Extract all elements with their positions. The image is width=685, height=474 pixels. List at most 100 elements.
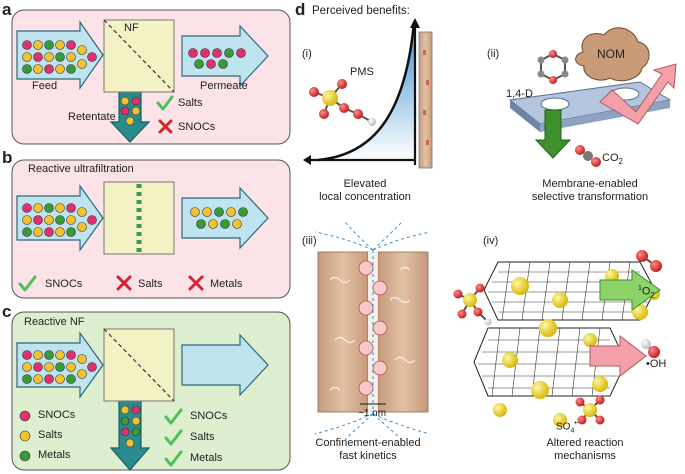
oh-label: •OH [646,358,667,370]
o2-molecule [636,250,662,272]
retentate-arrow-c [109,399,151,471]
panel-d-i [303,18,433,169]
panel-label-a: a [2,0,12,19]
check-label-b: SNOCs [45,278,83,290]
caption-iv-line2: mechanisms [554,450,616,462]
singlet-oxygen-arrow [599,269,661,311]
pms-molecule-iv [453,283,492,326]
reflect-arrow [599,63,677,125]
check-icon [164,408,183,425]
o2-label: 1O2 [638,285,655,300]
concentration-curve [317,21,416,162]
so4-text: SO [556,421,571,433]
co2-text: CO [602,152,619,164]
pms-molecule [309,79,376,126]
o2-text: O [641,285,651,298]
feed-particles-b [22,203,97,237]
co2-molecule [575,145,601,167]
nom-label: NOM [597,47,625,61]
legend-salts: Salts [38,429,63,441]
caption-iii-line2: fast kinetics [339,450,397,462]
caption-iv-line1: Altered reaction [546,437,624,449]
check-icon [18,275,37,292]
o2-superscript: 1 [638,285,642,292]
panel-b [11,159,291,299]
panel-a [11,9,291,145]
panel-b-title: Reactive ultrafiltration [28,163,134,175]
caption-ii-line2: selective transformation [531,191,649,203]
legend-snocs: SNOCs [38,409,76,421]
caption-iii-line1: Confinement-enabled [315,437,421,449]
panel-label-b: b [2,148,13,167]
check-icon [164,450,183,467]
panel-d-iii [314,221,431,441]
caption-ii: Membrane-enabled selective transformatio… [510,178,670,204]
retentate-label: Retentate [68,111,116,123]
pore-wall-right [377,251,429,413]
check-icon [156,95,174,111]
dioxane-label: 1,4-D [506,88,533,100]
dioxane-molecule [537,50,569,84]
permeate-particles-a [188,48,246,69]
retentate-particles-a [120,96,141,126]
cross-label-b-2: Metals [210,278,243,290]
numeral-iv: (iv) [483,235,499,247]
sulfate-radical [575,395,605,425]
numeral-i: (i) [302,48,312,60]
cross-label-a: SNOCs [178,121,216,133]
so4-superscript: •- [574,420,580,427]
o2-subscript: 2 [650,290,655,300]
check-icon [164,429,183,446]
nom-blob [575,27,650,82]
membrane-slab-i [418,31,433,169]
caption-iii: Confinement-enabled fast kinetics [298,437,438,463]
caption-iv: Altered reaction mechanisms [520,437,650,463]
permeate-arrow-c [181,333,269,397]
permeate-arrow [181,24,269,88]
caption-i: Elevated local concentration [300,178,430,204]
cross-icon [188,275,204,291]
panel-d-ii [508,27,677,167]
feed-particles-a [22,40,97,74]
nf-label: NF [124,22,139,34]
co2-subscript: 2 [618,157,623,167]
check-label-c-2: Salts [190,431,215,443]
scale-label: ~1 nm [358,408,387,419]
permeate-particles-b [190,207,248,229]
cross-icon [116,275,132,291]
transform-arrow [534,109,572,159]
hydroxyl-arrow [589,334,647,378]
panel-label-d: d [295,0,306,19]
cross-label-b-1: Salts [138,278,163,290]
cross-icon [158,119,173,134]
feed-label: Feed [32,80,58,92]
axis-arrow-left [303,155,311,165]
numeral-ii: (ii) [487,48,500,60]
check-label-c-3: Metals [190,452,223,464]
caption-ii-line1: Membrane-enabled [542,178,638,190]
caption-i-line2: local concentration [319,191,411,203]
axis-arrow-up [410,18,420,28]
panel-label-c: c [2,302,12,321]
retentate-particles-c [120,405,141,448]
so4-label: SO4•- [556,420,579,434]
check-label-c-1: SNOCs [190,410,228,422]
legend-markers-c [19,410,31,462]
permeate-arrow-b [181,186,269,250]
panel-c [11,311,291,471]
panel-c-title: Reactive NF [24,316,85,328]
pms-label: PMS [350,66,374,78]
legend-metals: Metals [38,449,71,461]
numeral-iii: (iii) [302,235,317,247]
concentration-curve-area [318,22,414,160]
permeate-label: Permeate [200,80,248,92]
so4-subscript: 4 [570,427,575,435]
caption-i-line1: Elevated [343,178,387,190]
panel-d-iv [453,250,662,427]
feed-particles-c [22,350,97,384]
co2-label: CO2 [602,152,623,166]
oh-molecule [641,339,660,358]
panel-d-title: Perceived benefits: [312,5,410,17]
check-label-a: Salts [178,97,203,109]
